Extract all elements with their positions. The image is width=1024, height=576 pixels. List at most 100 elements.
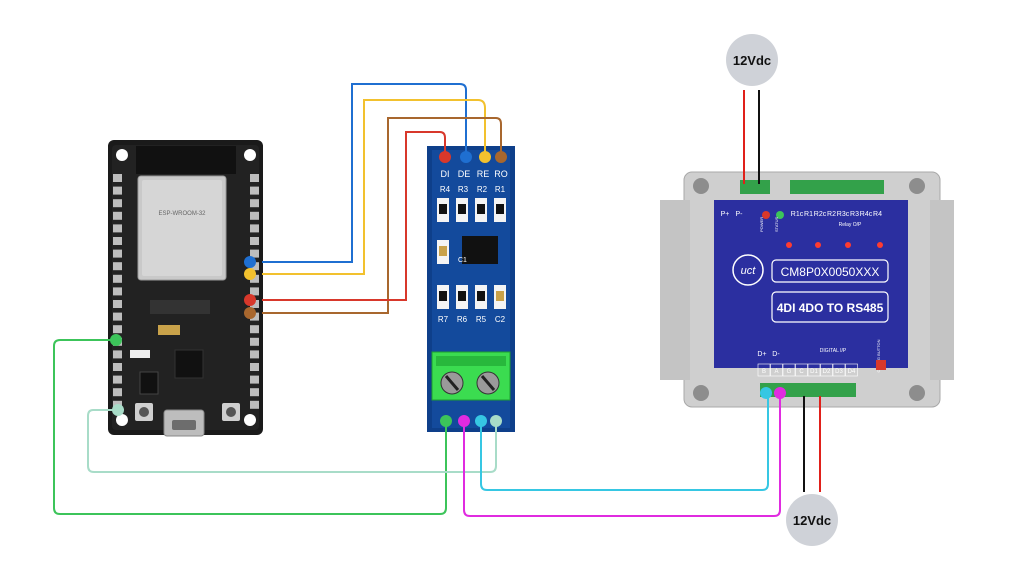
- header-pin: [113, 312, 122, 321]
- bottom-terminal-label: G: [787, 369, 792, 375]
- top-terminal-label: P+: [721, 211, 730, 218]
- wire-ro: [262, 117, 502, 314]
- bottom-terminal-label: B: [762, 369, 766, 375]
- cap-label-c1: C1: [458, 257, 467, 264]
- header-pin: [250, 274, 259, 283]
- relay-led-4: [877, 242, 883, 248]
- power-terminal: [740, 180, 770, 194]
- power-led-label: POWER: [759, 217, 764, 232]
- header-pin: [250, 287, 259, 296]
- header-pin: [113, 237, 122, 245]
- relay-led-3: [845, 242, 851, 248]
- res-label-r7: R7: [438, 315, 449, 324]
- header-pin: [113, 174, 122, 182]
- pin-label-re: RE: [477, 169, 490, 179]
- capacitor: [158, 325, 180, 335]
- wires: [53, 83, 821, 517]
- top-terminal-label: R4c: [860, 211, 873, 218]
- header-pin: [113, 350, 122, 359]
- res-label-r3: R3: [458, 185, 469, 194]
- mount-hole: [244, 414, 256, 426]
- esp-pin-vcc-dot: [110, 334, 122, 346]
- header-pin: [250, 174, 259, 182]
- wire-vcc: [53, 339, 447, 515]
- brand-logo: [732, 254, 764, 286]
- status-led: [776, 211, 784, 219]
- description-box: [771, 291, 889, 323]
- model-number: CM8P0X0050XXX: [781, 265, 880, 279]
- controller-panel: [714, 200, 908, 368]
- header-pin: [113, 325, 122, 334]
- bottom-terminal-box: [845, 363, 858, 377]
- power-badge-top-circle: [726, 34, 778, 86]
- bottom-terminal-box: [782, 363, 796, 377]
- power-badge-top-label: 12Vdc: [733, 53, 771, 68]
- wire-di: [262, 131, 446, 301]
- bottom-terminal-box: [757, 363, 771, 377]
- top-terminal-label: R2c: [814, 211, 827, 218]
- cap-label-c2: C2: [495, 315, 506, 324]
- header-pin: [113, 363, 122, 371]
- pin-label-di: DI: [441, 169, 450, 179]
- header-pin: [113, 287, 122, 296]
- power-badge-bottom-label: 12Vdc: [793, 513, 831, 528]
- bottom-terminal-label: D1: [810, 369, 818, 375]
- wire-gnd: [87, 409, 497, 473]
- top-terminal-label: R3c: [837, 211, 850, 218]
- header-pin: [113, 199, 122, 208]
- bottom-terminal-label: D3: [835, 369, 843, 375]
- mount-hole: [909, 178, 925, 194]
- brand-logo-text: uct: [741, 265, 757, 277]
- esp-pin-di-dot: [244, 294, 256, 306]
- header-pin: [250, 199, 259, 208]
- ctrl-pin-b-dot: [774, 387, 786, 399]
- top-terminal-label: R1: [804, 211, 813, 218]
- header-pin: [113, 224, 122, 233]
- connection-dots: [110, 256, 786, 416]
- header-pin: [250, 363, 259, 371]
- header-pin: [113, 262, 122, 271]
- power-led: [762, 211, 770, 219]
- bottom-terminal-box: [770, 363, 783, 377]
- pin-label-de: DE: [458, 169, 471, 179]
- wire-a: [480, 393, 769, 491]
- bus-label-dminus: D-: [772, 351, 780, 358]
- header-pin: [250, 211, 259, 220]
- res-label-r2: R2: [477, 185, 488, 194]
- config-button[interactable]: [876, 360, 886, 370]
- bottom-terminal-box: [795, 363, 808, 377]
- power-badge-bottom-circle: [786, 494, 838, 546]
- res-label-r1: R1: [495, 185, 506, 194]
- header-pin: [113, 211, 122, 220]
- header-pin: [250, 249, 259, 258]
- header-pin: [250, 388, 259, 397]
- esp32-chip-label: ESP-WROOM-32: [158, 211, 206, 217]
- rs485-resistor-labels: R4 R3 R2 R1: [440, 185, 506, 194]
- header-pin: [250, 400, 259, 409]
- header-pin: [250, 300, 259, 308]
- pin-label-ro: RO: [494, 169, 508, 179]
- power-badge-top: 12Vdc: [726, 34, 778, 86]
- relay-terminal: [790, 180, 884, 194]
- config-label: CONFIG BUTTON: [876, 339, 881, 372]
- esp32-board: ESP-WROOM-32: [108, 140, 263, 437]
- bottom-terminal-box: [807, 363, 821, 377]
- esp-pin-de-dot: [244, 256, 256, 268]
- header-pin: [250, 325, 259, 334]
- res-label-r6: R6: [457, 315, 468, 324]
- header-pin: [113, 300, 122, 308]
- power-badge-bottom: 12Vdc: [786, 494, 838, 546]
- bottom-terminal-label: C: [799, 369, 804, 375]
- header-pin: [113, 375, 122, 384]
- status-led-label: STATUS: [774, 216, 779, 232]
- top-terminal-label: R3: [850, 211, 859, 218]
- esp-pin-ro-dot: [244, 307, 256, 319]
- top-terminal-label: P-: [736, 211, 744, 218]
- mount-hole: [244, 149, 256, 161]
- header-pin: [250, 337, 259, 346]
- top-terminal-label: R2: [827, 211, 836, 218]
